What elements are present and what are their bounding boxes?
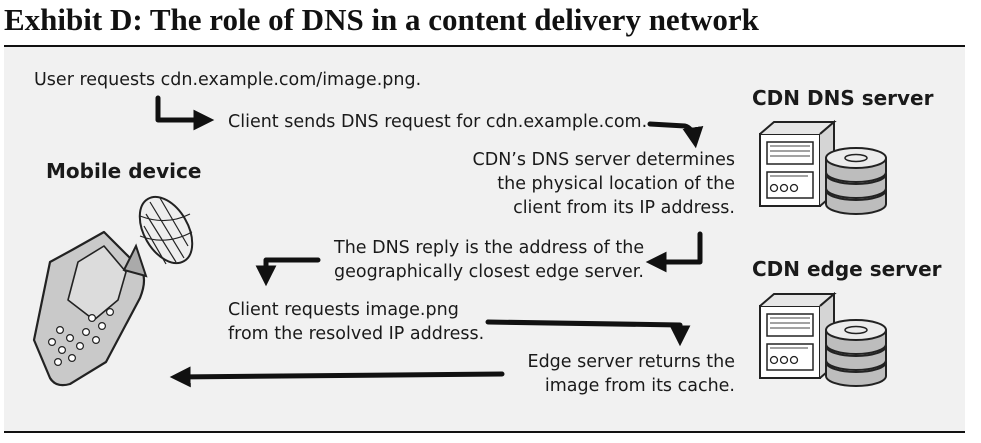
arrow-step1-to-step2 (155, 95, 215, 131)
satellite-dish-icon (122, 195, 194, 278)
bottom-rule (4, 431, 965, 433)
step-line: geographically closest edge server. (334, 262, 644, 282)
step-line: Edge server returns the (527, 352, 735, 372)
step-line: image from its cache. (544, 376, 735, 396)
mobile-phone-icon (32, 230, 146, 387)
step-line: User requests cdn.example.com/image.png. (34, 70, 422, 90)
top-rule (4, 45, 965, 48)
step-line: CDN’s DNS server determines (472, 150, 736, 170)
arrow-step2-to-step3 (647, 121, 704, 149)
step-line: Client requests image.png (228, 300, 459, 320)
step-line: the physical location of the (497, 174, 735, 194)
step-edge-return: Edge server returns the image from its c… (528, 350, 735, 398)
arrow-step6-to-mobile (169, 366, 505, 388)
exhibit-title: Exhibit D: The role of DNS in a content … (4, 2, 759, 37)
step-line: client from its IP address. (513, 198, 735, 218)
arrow-step4-to-step5 (255, 257, 321, 287)
step-dns-locate: CDN’s DNS server determines the physical… (473, 148, 736, 220)
edge-server-label: CDN edge server (752, 257, 942, 281)
step-line: Client sends DNS request for cdn.example… (228, 112, 648, 132)
flow-arrows (155, 95, 704, 388)
step-client-fetch: Client requests image.png from the resol… (228, 298, 484, 346)
arrow-step5-to-step6 (485, 319, 691, 347)
step-line: from the resolved IP address. (228, 324, 485, 344)
step-line: The DNS reply is the address of the (334, 238, 645, 258)
mobile-device-label: Mobile device (46, 159, 202, 183)
dns-server-icon (759, 121, 887, 215)
arrow-step3-to-step4 (645, 231, 703, 273)
dns-server-label: CDN DNS server (752, 86, 934, 110)
step-dns-reply: The DNS reply is the address of the geog… (334, 236, 644, 284)
step-dns-request: Client sends DNS request for cdn.example… (228, 110, 647, 134)
edge-server-icon (759, 293, 887, 387)
step-user-request: User requests cdn.example.com/image.png. (34, 68, 421, 92)
